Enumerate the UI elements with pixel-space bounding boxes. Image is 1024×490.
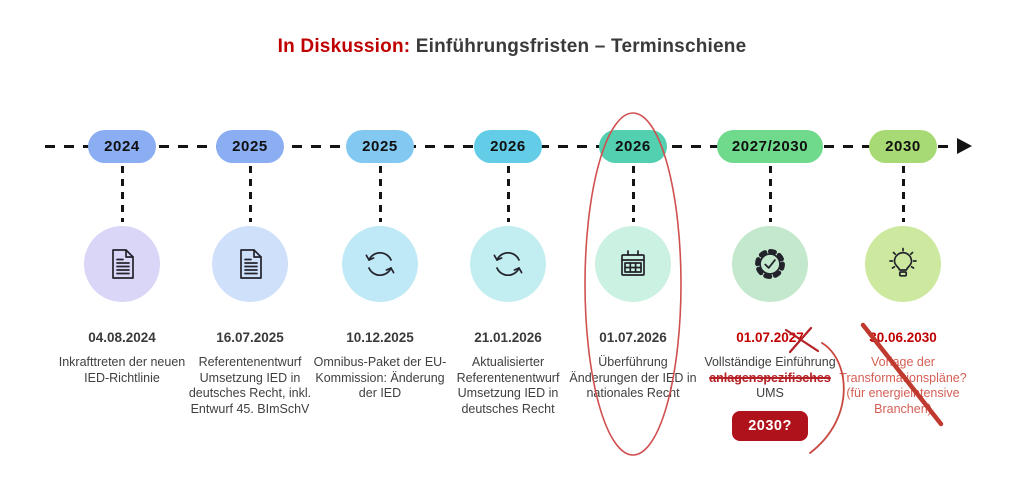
milestone-description: Referentenentwurf Umsetzung IED in deuts… [188, 355, 312, 416]
year-pill: 2026 [599, 130, 667, 163]
description-normal-text: UMS [756, 386, 784, 400]
year-pill: 2030 [869, 130, 937, 163]
timeline-column-2024: 2024 04.08.2024 Inkrafttreten der neuen … [54, 130, 190, 386]
connector-line [120, 166, 124, 222]
timeline-column-2026b: 2026 01.07.2026 Überführung Änderungen d… [565, 130, 701, 402]
milestone-date: 10.12.2025 [346, 330, 414, 345]
connector-line [901, 166, 905, 222]
year-pill: 2025 [216, 130, 284, 163]
milestone-description: Vollständige Einführung anlagenspezifisc… [703, 355, 837, 402]
connector-line [506, 166, 510, 222]
year-pill: 2026 [474, 130, 542, 163]
page-title: In Diskussion: Einführungsfristen – Term… [0, 36, 1024, 58]
calendar-icon [595, 226, 671, 302]
milestone-date: 21.01.2026 [474, 330, 542, 345]
milestone-date: 01.07.2026 [599, 330, 667, 345]
milestone-date: 01.07.2027 [736, 330, 804, 345]
revised-year-badge: 2030? [732, 410, 808, 441]
milestone-description: Vorlage der Transformationspläne? (für e… [839, 355, 967, 416]
lightbulb-icon [865, 226, 941, 302]
connector-line [378, 166, 382, 222]
timeline-column-2027-2030: 2027/2030 01.07.2027 Vollständige Einfüh… [702, 130, 838, 441]
title-rest: Einführungsfristen – Terminschiene [410, 36, 747, 57]
milestone-date: 30.06.2030 [869, 330, 937, 345]
description-struck-text: anlagenspezifisches [709, 370, 831, 385]
milestone-description: Überführung Änderungen der IED in nation… [569, 355, 697, 400]
document-icon [212, 226, 288, 302]
gear-check-icon [732, 226, 808, 302]
timeline-column-2026a: 2026 21.01.2026 Aktualisierter Referente… [440, 130, 576, 417]
title-highlight: In Diskussion: [277, 36, 411, 57]
connector-line [248, 166, 252, 222]
refresh-icon [470, 226, 546, 302]
milestone-description: Aktualisierter Referentenentwurf Umsetzu… [456, 355, 560, 416]
document-icon [84, 226, 160, 302]
milestone-date: 04.08.2024 [88, 330, 156, 345]
year-pill: 2024 [88, 130, 156, 163]
year-pill: 2027/2030 [716, 130, 824, 163]
milestone-description: Inkrafttreten der neuen IED-Richtlinie [58, 355, 186, 385]
milestone-description: Omnibus-Paket der EU-Kommission: Änderun… [313, 355, 447, 400]
timeline-column-2025b: 2025 10.12.2025 Omnibus-Paket der EU-Kom… [312, 130, 448, 402]
refresh-icon [342, 226, 418, 302]
year-pill: 2025 [346, 130, 414, 163]
timeline-arrow-icon [957, 138, 972, 154]
timeline-column-2025a: 2025 16.07.2025 Referentenentwurf Umsetz… [182, 130, 318, 417]
milestone-date: 16.07.2025 [216, 330, 284, 345]
description-normal-text: Vollständige Einführung [704, 355, 836, 369]
connector-line [768, 166, 772, 222]
timeline-column-2030: 2030 30.06.2030 Vorlage der Transformati… [835, 130, 971, 417]
connector-line [631, 166, 635, 222]
